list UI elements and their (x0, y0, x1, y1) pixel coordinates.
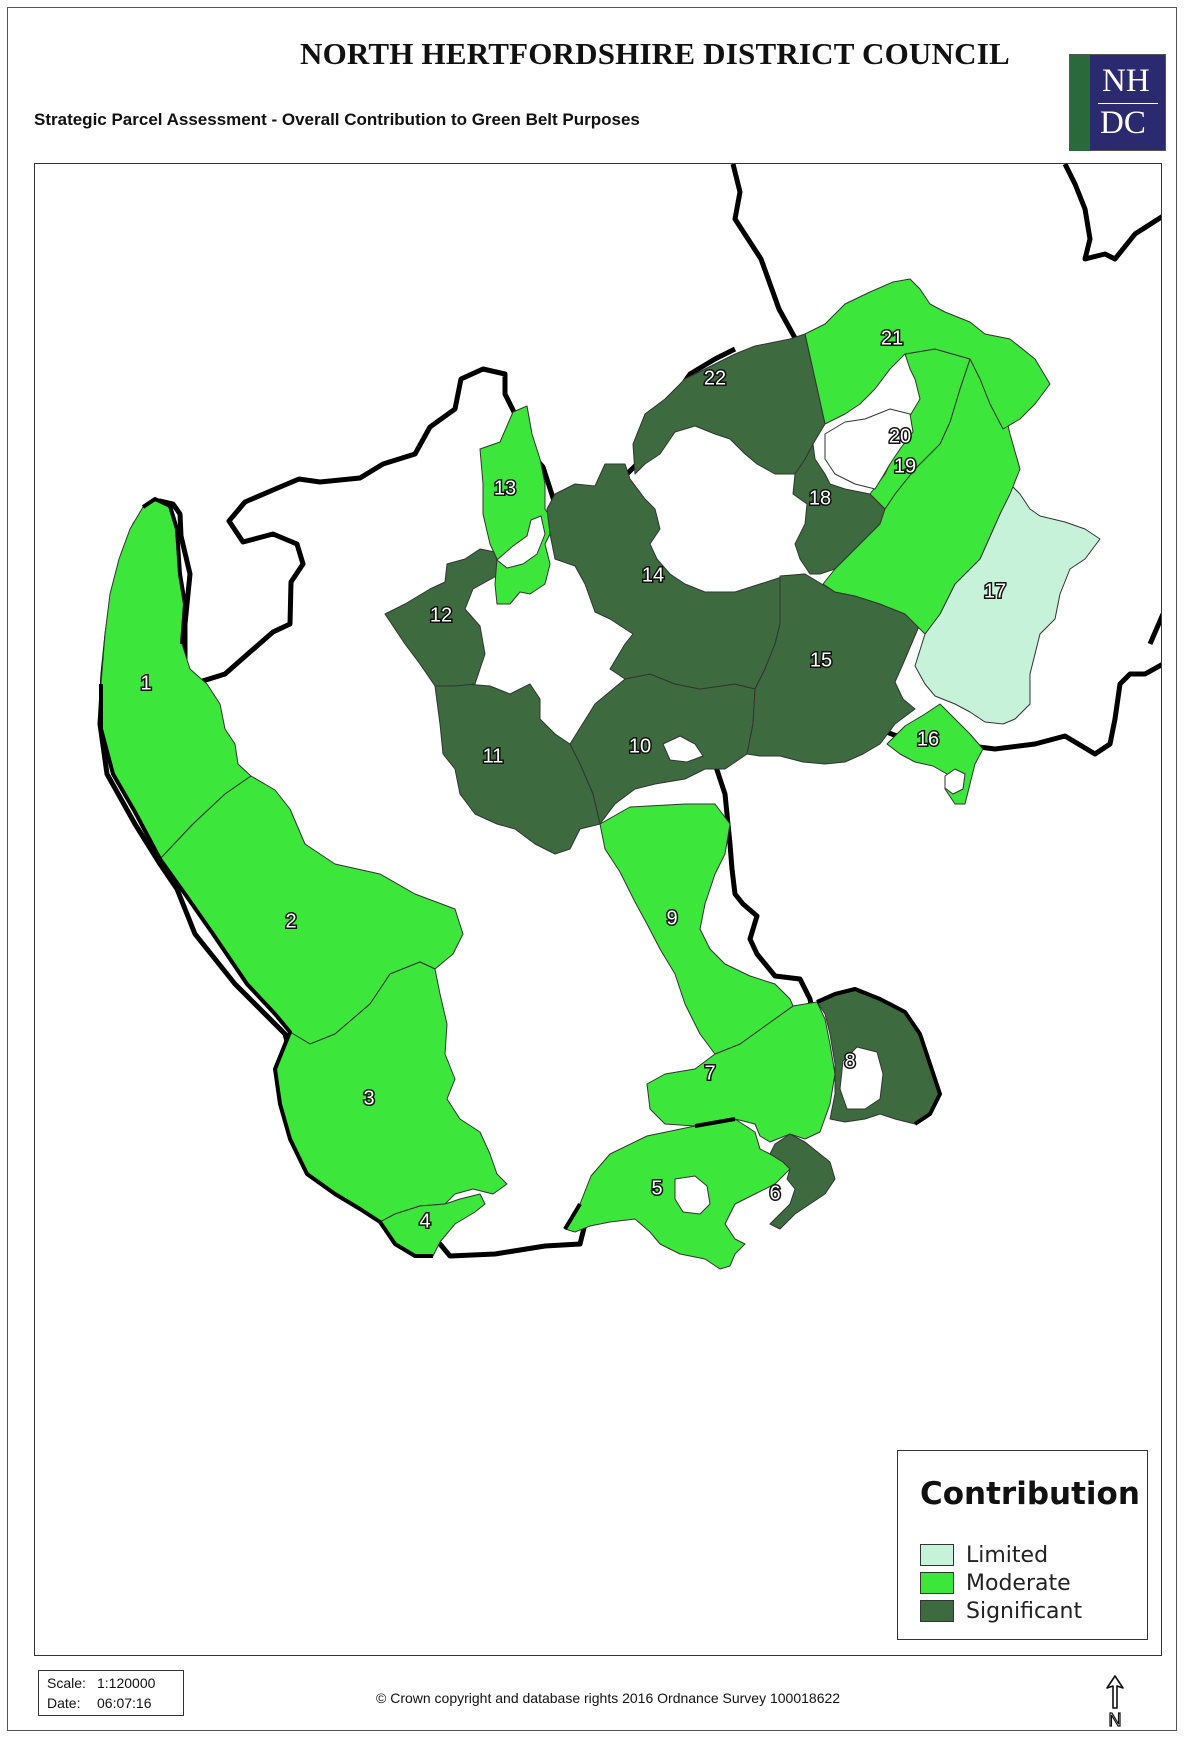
scale-row: Scale: 1:120000 (47, 1675, 155, 1691)
legend-swatch-significant (920, 1600, 954, 1622)
boundary-line-east (1147, 613, 1161, 645)
parcel-label-2: 2 (285, 910, 296, 932)
logo-text-bottom: DC (1100, 105, 1146, 141)
legend-title: Contribution (920, 1476, 1140, 1512)
parcel-label-19: 19 (894, 455, 916, 477)
logo-text-top: NH (1102, 63, 1150, 99)
parcel-16-hole (944, 768, 966, 795)
date-row: Date: 06:07:16 (47, 1695, 152, 1711)
parcel-label-3: 3 (363, 1087, 374, 1109)
boundary-line-west (97, 346, 1161, 1259)
parcel-label-13: 13 (494, 477, 516, 499)
greenbelt-edge (99, 497, 942, 1258)
parcel-label-12: 12 (430, 604, 452, 626)
logo-divider (1098, 103, 1158, 104)
parcel-21 (804, 278, 1051, 430)
parcel-22 (632, 333, 826, 475)
parcel-label-10: 10 (629, 735, 651, 757)
council-title: NORTH HERTFORDSHIRE DISTRICT COUNCIL (300, 36, 1010, 71)
parcel-10-hole (662, 735, 704, 763)
green-belt-map: 1 2 3 4 5 6 7 8 9 10 11 12 13 14 15 16 1… (97, 164, 1161, 1270)
map-legend: Contribution Limited Moderate Significan… (897, 1450, 1148, 1640)
parcel-label-4: 4 (419, 1210, 430, 1232)
parcel-label-11: 11 (483, 745, 504, 767)
parcel-label-21: 21 (881, 327, 903, 349)
legend-label-moderate: Moderate (966, 1570, 1071, 1596)
parcel-14 (546, 463, 806, 690)
date-label: Date: (47, 1695, 81, 1711)
parcel-label-5: 5 (651, 1177, 662, 1199)
edge-east-parcels (563, 987, 942, 1231)
parcel-11 (434, 683, 601, 855)
parcel-label-6: 6 (769, 1182, 780, 1204)
boundary-line-northeast (1062, 164, 1161, 262)
date-value: 06:07:16 (97, 1695, 152, 1711)
parcel-label-17: 17 (984, 580, 1006, 602)
legend-item-significant: Significant (920, 1598, 1083, 1624)
map-subtitle: Strategic Parcel Assessment - Overall Co… (34, 110, 640, 129)
map-frame: 1 2 3 4 5 6 7 8 9 10 11 12 13 14 15 16 1… (34, 163, 1162, 1656)
legend-item-limited: Limited (920, 1542, 1049, 1568)
legend-label-significant: Significant (966, 1598, 1083, 1624)
scale-value: 1:120000 (97, 1675, 156, 1691)
nhdc-logo: NH DC (1069, 54, 1166, 151)
scale-label: Scale: (47, 1675, 86, 1691)
parcel-label-14: 14 (642, 564, 664, 586)
legend-item-moderate: Moderate (920, 1570, 1071, 1596)
parcel-13-hole (496, 515, 546, 569)
parcel-label-16: 16 (917, 728, 939, 750)
parcel-20-hole (824, 408, 914, 490)
edge-west-parcels (99, 497, 433, 1258)
parcel-labels: 1 2 3 4 5 6 7 8 9 10 11 12 13 14 15 16 1… (139, 326, 1008, 1234)
parcel-label-7: 7 (704, 1062, 715, 1084)
parcel-label-18: 18 (809, 487, 831, 509)
page-frame (7, 7, 1177, 1731)
parcel-5-hole (674, 1175, 711, 1215)
parcel-12 (384, 548, 501, 687)
logo-green-band (1070, 55, 1090, 151)
legend-label-limited: Limited (966, 1542, 1049, 1568)
parcel-label-15: 15 (810, 649, 832, 671)
parcels (100, 278, 1101, 1270)
north-label: N (1109, 1710, 1122, 1730)
boundary-line-north (730, 164, 798, 351)
parcel-label-8: 8 (844, 1050, 855, 1072)
legend-swatch-moderate (920, 1572, 954, 1594)
parcel-label-9: 9 (666, 907, 677, 929)
parcel-20 (869, 348, 971, 510)
scale-date-box: Scale: 1:120000 Date: 06:07:16 (38, 1670, 184, 1716)
parcel-label-22: 22 (704, 367, 726, 389)
parcel-9 (599, 803, 794, 1055)
north-arrow-icon: N (1106, 1675, 1124, 1730)
parcel-label-1: 1 (140, 672, 151, 694)
parcel-6 (769, 1133, 836, 1230)
copyright-notice: © Crown copyright and database rights 20… (376, 1690, 841, 1706)
parcel-label-20: 20 (889, 425, 911, 447)
parcel-8-hole (839, 1046, 884, 1110)
legend-swatch-limited (920, 1544, 954, 1566)
